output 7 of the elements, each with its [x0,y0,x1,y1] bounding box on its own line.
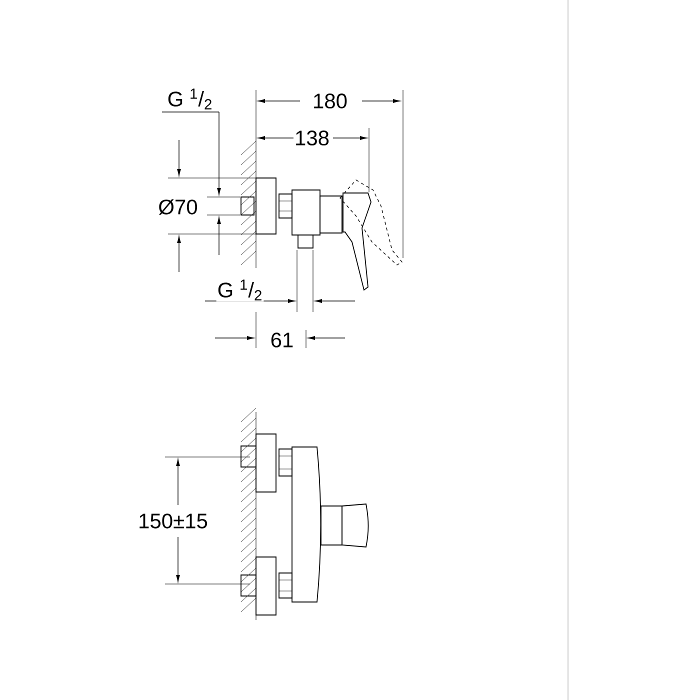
dimension-label: Ø70 [157,198,199,216]
dimension-label: 138 [293,130,331,146]
dimension-label: G $^{1}$/$_{2}$ [166,88,214,110]
dimension-label: G $^{1}$/$_{2}$ [216,278,264,302]
dimension-label: 150±15 [137,512,209,530]
dimension-label: 180 [311,92,349,110]
dimension-label: 61 [269,332,295,348]
